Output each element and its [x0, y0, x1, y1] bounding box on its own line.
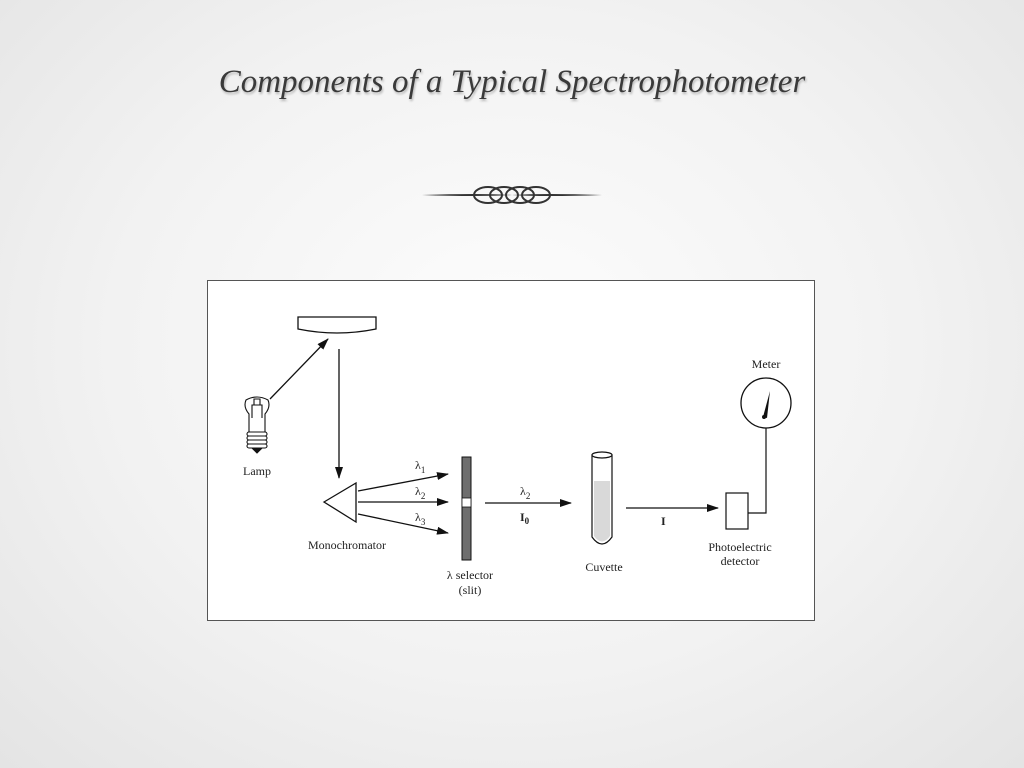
meter-gauge-icon — [740, 377, 792, 429]
cuvette-icon — [591, 451, 613, 545]
incident-intensity-label: I0 — [520, 510, 530, 526]
spectrophotometer-diagram: Lamp Monochromator λ1 λ2 λ3 λ selector (… — [207, 280, 815, 621]
lambda3-label: λ3 — [415, 510, 426, 527]
mirror-icon — [297, 316, 377, 334]
selector-label: λ selector — [447, 568, 493, 582]
cuvette-label: Cuvette — [585, 560, 622, 574]
diagram-canvas: Lamp Monochromator λ1 λ2 λ3 λ selector (… — [243, 316, 792, 597]
lamp-icon — [244, 396, 270, 454]
lambda1-beam-arrow — [357, 472, 449, 492]
selector-sublabel: (slit) — [459, 583, 482, 597]
photoelectric-detector-icon — [725, 492, 749, 530]
monochromator-label: Monochromator — [308, 538, 386, 552]
lamp-label: Lamp — [243, 464, 271, 478]
lambda1-label: λ1 — [415, 458, 425, 475]
wavelength-selector-slit — [461, 456, 472, 561]
transmitted-intensity-label: I — [661, 514, 666, 528]
lambda3-beam-arrow — [357, 513, 449, 535]
detector-sublabel: detector — [721, 554, 760, 568]
meter-label: Meter — [752, 357, 781, 371]
slide-title: Components of a Typical Spectrophotomete… — [218, 64, 806, 100]
lamp-to-mirror-arrow — [269, 338, 329, 400]
detector-label: Photoelectric — [708, 540, 771, 554]
decorative-ornament-icon — [422, 186, 602, 204]
monochromator-prism-icon — [322, 481, 357, 524]
detector-to-meter-wire — [748, 428, 767, 514]
lambda2-label: λ2 — [415, 484, 425, 501]
selected-lambda-label: λ2 — [520, 484, 530, 501]
